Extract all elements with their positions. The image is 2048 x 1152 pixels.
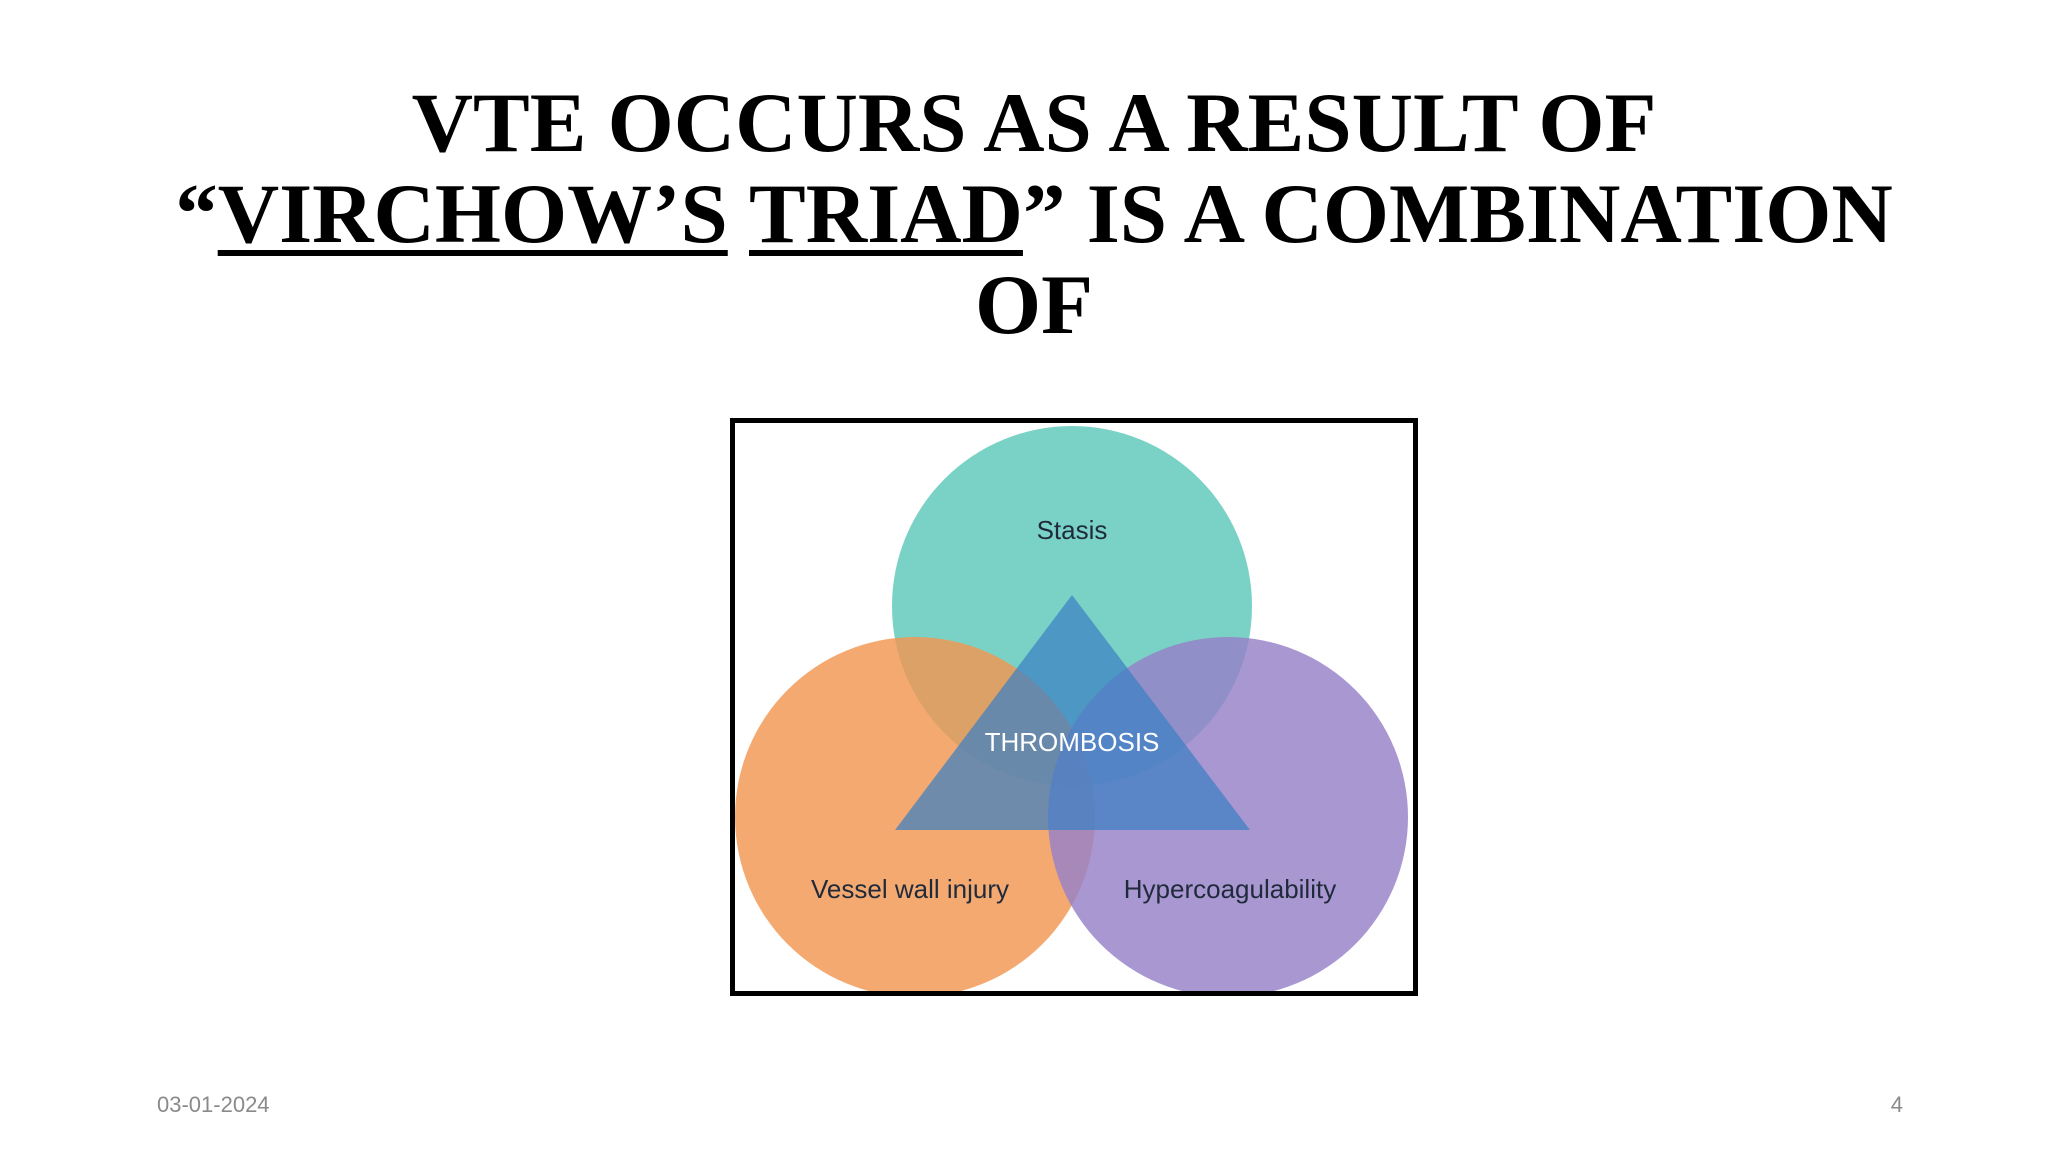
title-line-2-rest: ” IS A COMBINATION	[1022, 167, 1893, 261]
title-triad: TRIAD	[749, 167, 1023, 261]
title-open-quote: “	[175, 167, 218, 261]
virchow-triad-diagram: Stasis Vessel wall injury Hypercoagulabi…	[730, 418, 1418, 996]
title-line-1: VTE OCCURS AS A RESULT OF	[411, 76, 1657, 170]
vessel-wall-injury-label: Vessel wall injury	[811, 874, 1009, 904]
thrombosis-triangle	[895, 595, 1250, 830]
thrombosis-label: THROMBOSIS	[985, 727, 1160, 757]
title-virchow: VIRCHOW’S	[217, 167, 728, 261]
footer-date: 03-01-2024	[157, 1092, 270, 1117]
page-number: 4	[1890, 1092, 1903, 1117]
venn-diagram-svg: Stasis Vessel wall injury Hypercoagulabi…	[735, 426, 1408, 991]
slide-title: VTE OCCURS AS A RESULT OF “VIRCHOW’S TRI…	[0, 78, 2048, 351]
hypercoagulability-label: Hypercoagulability	[1124, 874, 1336, 904]
stasis-label: Stasis	[1037, 515, 1108, 545]
title-line-3: OF	[974, 258, 1094, 352]
